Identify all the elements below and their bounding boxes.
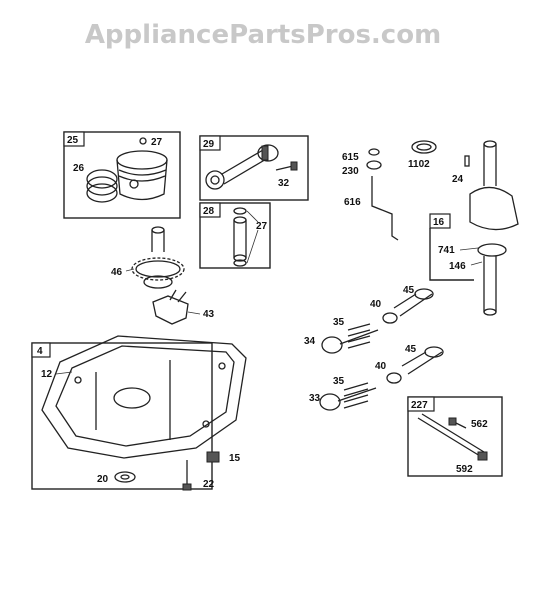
governor-link-616-icon[interactable] bbox=[371, 176, 399, 241]
callout-146: 146 bbox=[449, 261, 466, 272]
key-24-icon[interactable] bbox=[464, 155, 470, 167]
callout-45-upper: 45 bbox=[403, 285, 415, 296]
callout-12-gasket: 12 bbox=[41, 369, 53, 380]
callout-40-upper: 40 bbox=[370, 299, 382, 310]
sump-base-box[interactable]: 4 12 20 bbox=[31, 335, 247, 490]
callout-27-clip: 27 bbox=[151, 137, 163, 148]
camshaft-gear-icon[interactable] bbox=[131, 226, 185, 289]
pin-retainer-clip-icon bbox=[233, 207, 247, 267]
callout-33-exhaust-valve: 33 bbox=[309, 393, 321, 404]
intake-valve-icon[interactable] bbox=[321, 329, 379, 354]
box-tag-25 bbox=[63, 131, 85, 147]
exhaust-valve-icon[interactable] bbox=[319, 387, 377, 411]
callout-46-cam-gear: 46 bbox=[111, 267, 123, 278]
screw-562-icon bbox=[448, 417, 467, 429]
box-tag-227 bbox=[407, 396, 435, 412]
box-label-28: 28 bbox=[203, 206, 215, 217]
bracket-box-frame bbox=[407, 396, 503, 477]
conrod-box-frame bbox=[199, 135, 309, 201]
callout-15-plug: 15 bbox=[229, 453, 241, 464]
piston-assembly-box[interactable]: 25 27 26 bbox=[63, 131, 181, 219]
connecting-rod-box[interactable]: 29 32 bbox=[199, 135, 309, 201]
piston-ring-set-icon bbox=[86, 169, 118, 203]
crankshaft-icon[interactable] bbox=[469, 140, 519, 316]
piston-icon bbox=[116, 150, 168, 201]
callout-562: 562 bbox=[471, 419, 488, 430]
callout-24-key: 24 bbox=[452, 174, 464, 185]
drain-plug-washer-icon bbox=[114, 471, 136, 483]
sump-bolt-icon[interactable] bbox=[182, 460, 192, 491]
valve-spring-upper-icon[interactable] bbox=[347, 323, 371, 349]
oil-seal-1102-icon[interactable] bbox=[411, 140, 437, 154]
callout-616: 616 bbox=[344, 197, 361, 208]
callout-40-lower: 40 bbox=[375, 361, 387, 372]
seal-230-icon[interactable] bbox=[366, 160, 382, 170]
oil-fill-plug-icon[interactable] bbox=[206, 451, 220, 463]
box-tag-16 bbox=[429, 213, 451, 229]
box-label-227: 227 bbox=[411, 400, 428, 411]
piston-pin-box[interactable]: 28 27 bbox=[199, 202, 271, 269]
callout-592: 592 bbox=[456, 464, 473, 475]
bracket-lever-icon bbox=[417, 413, 488, 461]
governor-assembly-icon[interactable] bbox=[152, 289, 189, 325]
callout-27-pin-clip: 27 bbox=[256, 221, 268, 232]
callout-26-rings: 26 bbox=[73, 163, 85, 174]
box-tag-28 bbox=[199, 202, 221, 218]
callout-35-lower: 35 bbox=[333, 376, 345, 387]
callout-43-governor: 43 bbox=[203, 309, 215, 320]
callout-230: 230 bbox=[342, 166, 359, 177]
callout-32-rod-bolt: 32 bbox=[278, 178, 290, 189]
piston-box-frame bbox=[63, 131, 181, 219]
crankshaft-box-frame bbox=[429, 228, 474, 281]
bracket-assembly-box[interactable]: 227 562 592 bbox=[407, 396, 503, 477]
box-tag-4 bbox=[31, 342, 51, 358]
valve-spring-lower-icon[interactable] bbox=[343, 382, 369, 409]
valve-retainer-upper-icon[interactable] bbox=[382, 312, 398, 324]
box-label-29: 29 bbox=[203, 139, 215, 150]
watermark-text: AppliancePartsPros.com bbox=[85, 20, 441, 50]
pin-box-frame bbox=[199, 202, 271, 269]
box-tag-29 bbox=[199, 135, 221, 151]
box-label-4: 4 bbox=[37, 346, 43, 357]
valve-tappet-upper-icon[interactable] bbox=[393, 288, 434, 317]
seal-615-icon[interactable] bbox=[368, 148, 380, 156]
callout-741: 741 bbox=[438, 245, 455, 256]
sump-box-frame bbox=[31, 342, 213, 490]
callout-34-intake-valve: 34 bbox=[304, 336, 316, 347]
callout-615: 615 bbox=[342, 152, 359, 163]
connecting-rod-icon bbox=[205, 144, 279, 190]
piston-pin-clip-icon bbox=[139, 137, 147, 145]
crankshaft-box[interactable]: 16 741 146 bbox=[429, 213, 483, 281]
callout-35-upper: 35 bbox=[333, 317, 345, 328]
callout-45-lower: 45 bbox=[405, 344, 417, 355]
box-label-25: 25 bbox=[67, 135, 79, 146]
box-label-16: 16 bbox=[433, 217, 445, 228]
piston-pin-icon bbox=[233, 216, 247, 262]
callout-20-washer: 20 bbox=[97, 474, 109, 485]
callout-1102: 1102 bbox=[408, 159, 430, 170]
valve-tappet-lower-icon[interactable] bbox=[401, 346, 444, 375]
engine-sump-icon bbox=[41, 335, 247, 459]
callout-22-bolt: 22 bbox=[203, 479, 215, 490]
rod-bolt-icon bbox=[275, 161, 298, 171]
valve-retainer-lower-icon[interactable] bbox=[386, 372, 402, 384]
